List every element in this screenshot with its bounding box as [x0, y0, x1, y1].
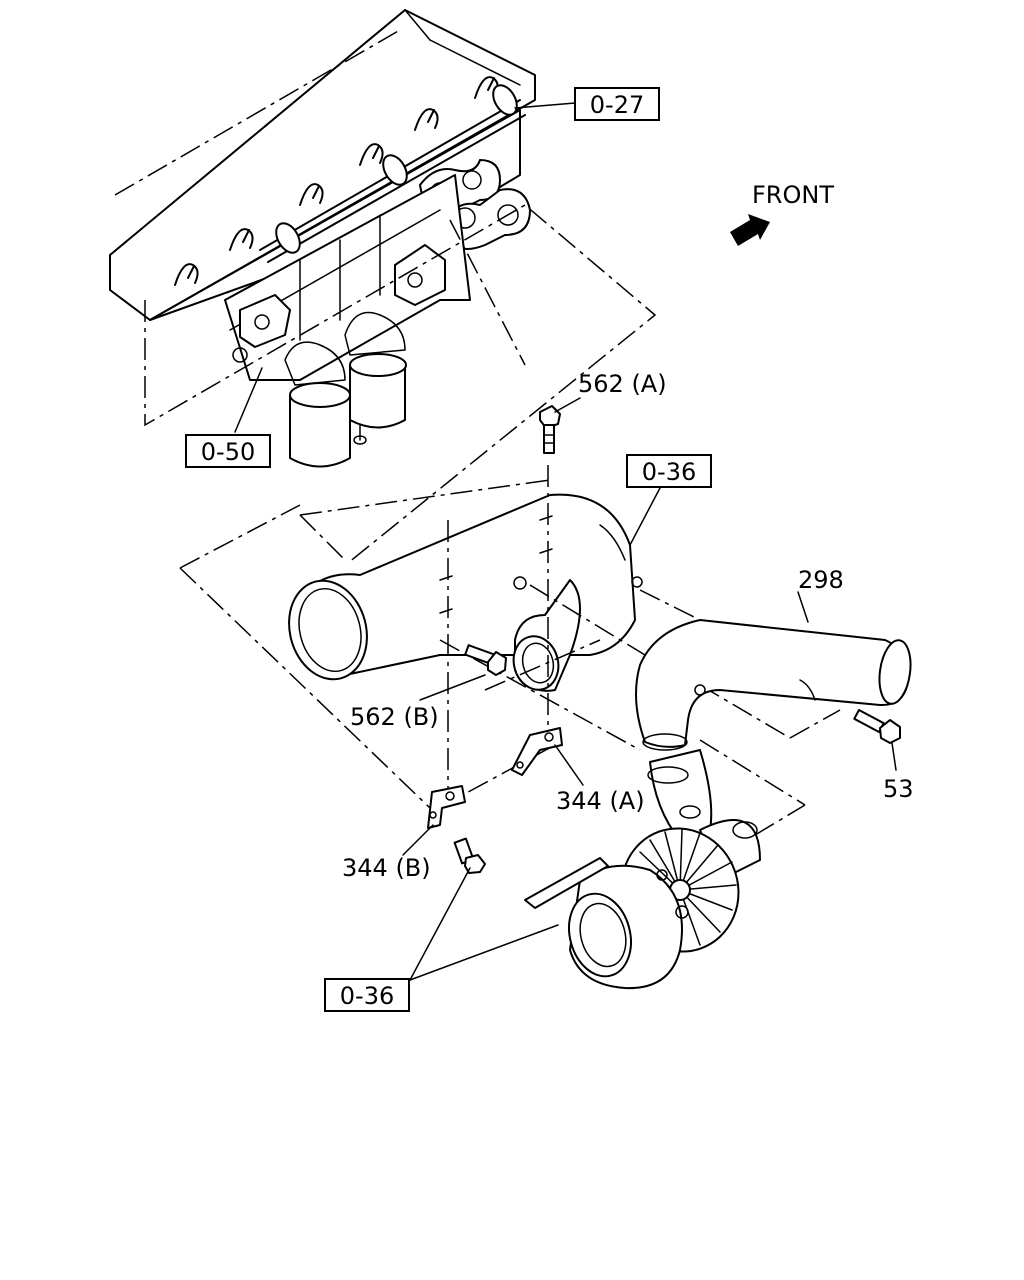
- ref-0-36-bottom-box: [324, 978, 410, 1012]
- bracket-344b-illustration: [427, 785, 466, 829]
- front-label: FRONT: [752, 181, 834, 209]
- ref-0-36-top-label[interactable]: 0-36: [642, 458, 696, 486]
- intake-pipe-illustration: [288, 493, 643, 692]
- part-344a-label: 344 (A): [556, 787, 645, 815]
- part-562b-label: 562 (B): [350, 703, 439, 731]
- bolt-lower-illustration: [453, 837, 486, 874]
- engine-block-illustration: [109, 9, 536, 468]
- part-344b-label: 344 (B): [342, 854, 431, 882]
- bracket-344a-illustration: [511, 727, 563, 776]
- ref-0-36-bottom-label[interactable]: 0-36: [340, 982, 394, 1010]
- bolt-562b-illustration: [464, 644, 507, 676]
- ref-0-27-box: [574, 87, 660, 121]
- ref-0-36-top-box: [626, 454, 712, 488]
- turbocharger-illustration: [524, 749, 761, 990]
- part-562a-label: 562 (A): [578, 370, 667, 398]
- ref-0-27-label[interactable]: 0-27: [590, 91, 644, 119]
- part-298-label: 298: [798, 566, 844, 594]
- ref-0-50-label[interactable]: 0-50: [201, 438, 255, 466]
- bolt-562a-illustration: [539, 405, 561, 454]
- front-direction-arrow: [730, 214, 770, 246]
- part-53-label: 53: [883, 775, 914, 803]
- bolt-53-illustration: [853, 709, 901, 744]
- pipe-298-illustration: [635, 619, 912, 751]
- ref-0-50-box: [185, 434, 271, 468]
